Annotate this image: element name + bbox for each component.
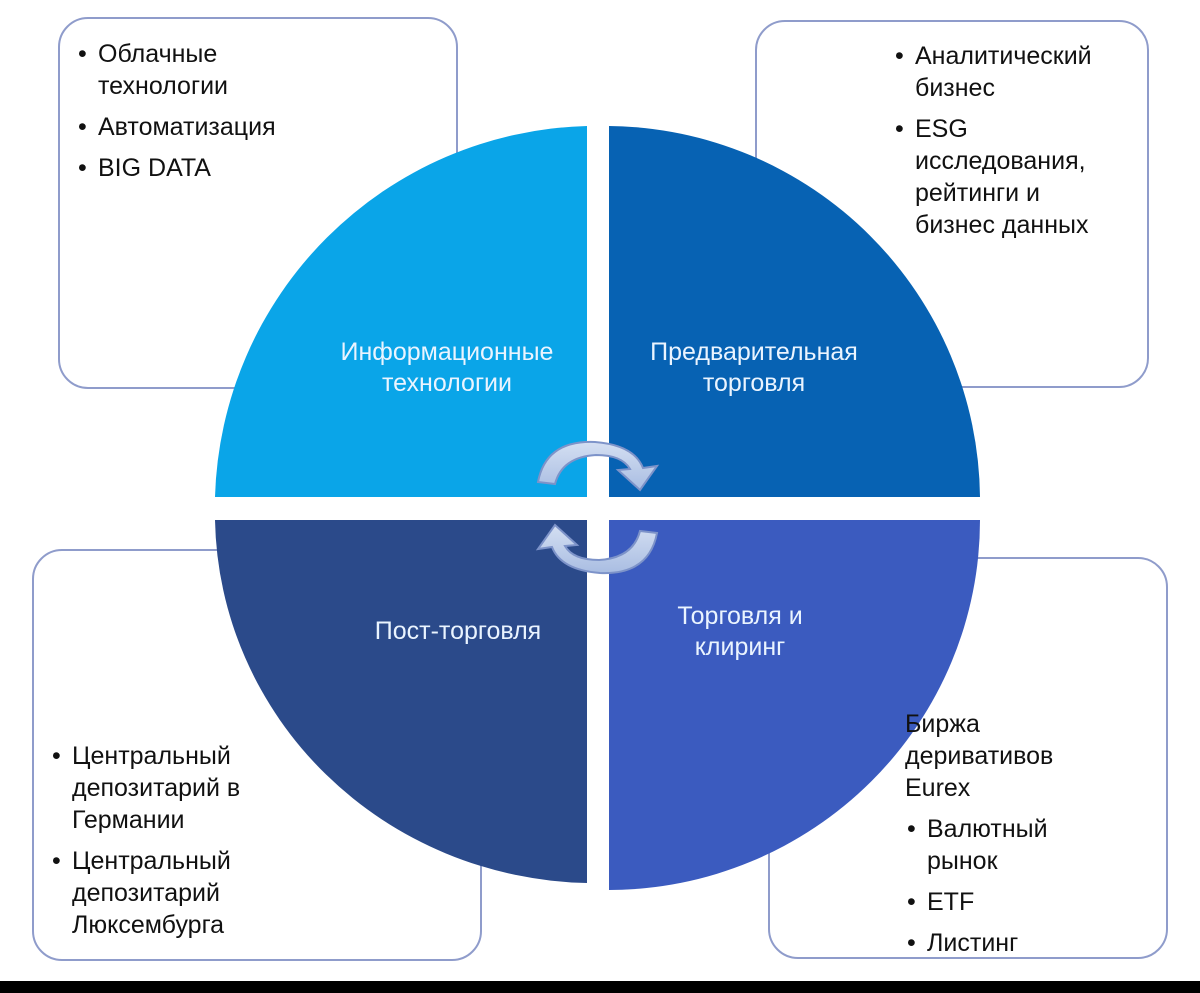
- list-item: Аналитический бизнес: [893, 40, 1092, 104]
- list-item-line: Eurex: [905, 774, 971, 802]
- list-item: Облачные технологии: [76, 38, 276, 102]
- quadrant-label-bl-line1: Пост-торговля: [375, 617, 541, 645]
- list-item-line: Германии: [72, 806, 185, 834]
- quadrant-trading-clearing: [609, 520, 980, 890]
- quadrant-information-technologies: [215, 126, 587, 497]
- list-item: Листинг: [905, 927, 1053, 959]
- list-item-line: бизнес данных: [915, 211, 1089, 239]
- list-top-left: Облачные технологииАвтоматизацияBIG DATA: [76, 38, 276, 193]
- list-item-line: BIG DATA: [98, 154, 211, 182]
- list-item-line: Центральный: [72, 847, 231, 875]
- list-item-line: рынок: [927, 847, 998, 875]
- quadrant-label-tl-line2: технологии: [382, 369, 512, 397]
- counterclockwise-arc-arrow-icon: [535, 523, 659, 575]
- list-item-line: бизнес: [915, 74, 995, 102]
- list-item-line: исследования,: [915, 147, 1086, 175]
- list-item-line: технологии: [98, 72, 229, 100]
- list-item-line: Валютный: [927, 815, 1048, 843]
- bottom-edge-bar: [0, 981, 1200, 993]
- list-item-line: Биржа: [905, 710, 980, 738]
- list-item-line: рейтинги и: [915, 179, 1040, 207]
- clockwise-arc-arrow-icon: [536, 440, 660, 492]
- list-item-line: депозитарий: [72, 879, 220, 907]
- list-item: Центральный депозитарий в Германии: [50, 740, 240, 836]
- quadrant-label-tl-line1: Информационные: [341, 338, 554, 366]
- list-item: Автоматизация: [76, 111, 276, 143]
- list-item-line: ETF: [927, 888, 975, 916]
- list-item-line: Автоматизация: [98, 113, 276, 141]
- list-item-line: Центральный: [72, 742, 231, 770]
- list-item-line: Аналитический: [915, 42, 1092, 70]
- list-item-line: Облачные: [98, 40, 218, 68]
- list-top-right: Аналитический бизнесESG исследования, рейти…: [893, 40, 1092, 250]
- list-item-line: деривативов: [905, 742, 1054, 770]
- list-item-line: Люксембурга: [72, 911, 225, 939]
- list-bottom-right: Биржа деривативовEurexВалютный рынокETF Лис…: [905, 708, 1053, 968]
- quadrant-pre-trading: [609, 126, 980, 497]
- list-item: ETF: [905, 886, 1053, 918]
- quadrant-label-tr-line2: торговля: [703, 369, 805, 397]
- list-item-line: Листинг: [927, 929, 1019, 957]
- list-item-line: депозитарий в: [72, 774, 241, 802]
- quadrant-label-br-line1: Торговля и: [677, 602, 802, 630]
- quadrant-label-br-line2: клиринг: [695, 633, 786, 661]
- quadrant-label-tr-line1: Предварительная: [650, 338, 858, 366]
- quadrant-post-trading: [215, 520, 587, 883]
- list-item: ESG исследования, рейтинги и бизнес данных: [893, 113, 1092, 241]
- list-item: Валютный рынок: [905, 813, 1053, 877]
- list-item-line: ESG: [915, 115, 968, 143]
- list-item: BIG DATA: [76, 152, 276, 184]
